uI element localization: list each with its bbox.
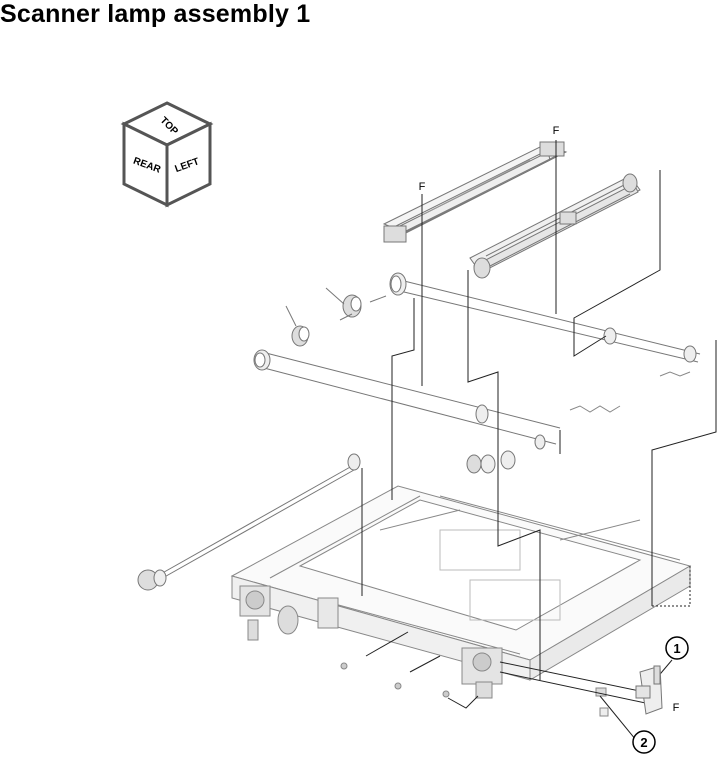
f-label-upper: F: [419, 181, 426, 193]
page-title: Scanner lamp assembly 1: [0, 0, 311, 28]
scanner-frame: [230, 485, 692, 717]
callout-1: 1: [665, 636, 689, 660]
pulleys-and-shafts: [137, 272, 701, 591]
f-label-bottom: F: [673, 702, 680, 714]
f-label-top: F: [553, 125, 560, 137]
callout-2-label: 2: [640, 735, 647, 750]
part-1-sensor-bracket: [635, 665, 663, 715]
full-rate-carriage: [382, 141, 568, 243]
callout-1-label: 1: [673, 641, 680, 656]
callout-2: 2: [632, 730, 656, 754]
lamp-carriage: [469, 173, 641, 279]
orientation-cube: TOP REAR LEFT: [120, 101, 214, 208]
